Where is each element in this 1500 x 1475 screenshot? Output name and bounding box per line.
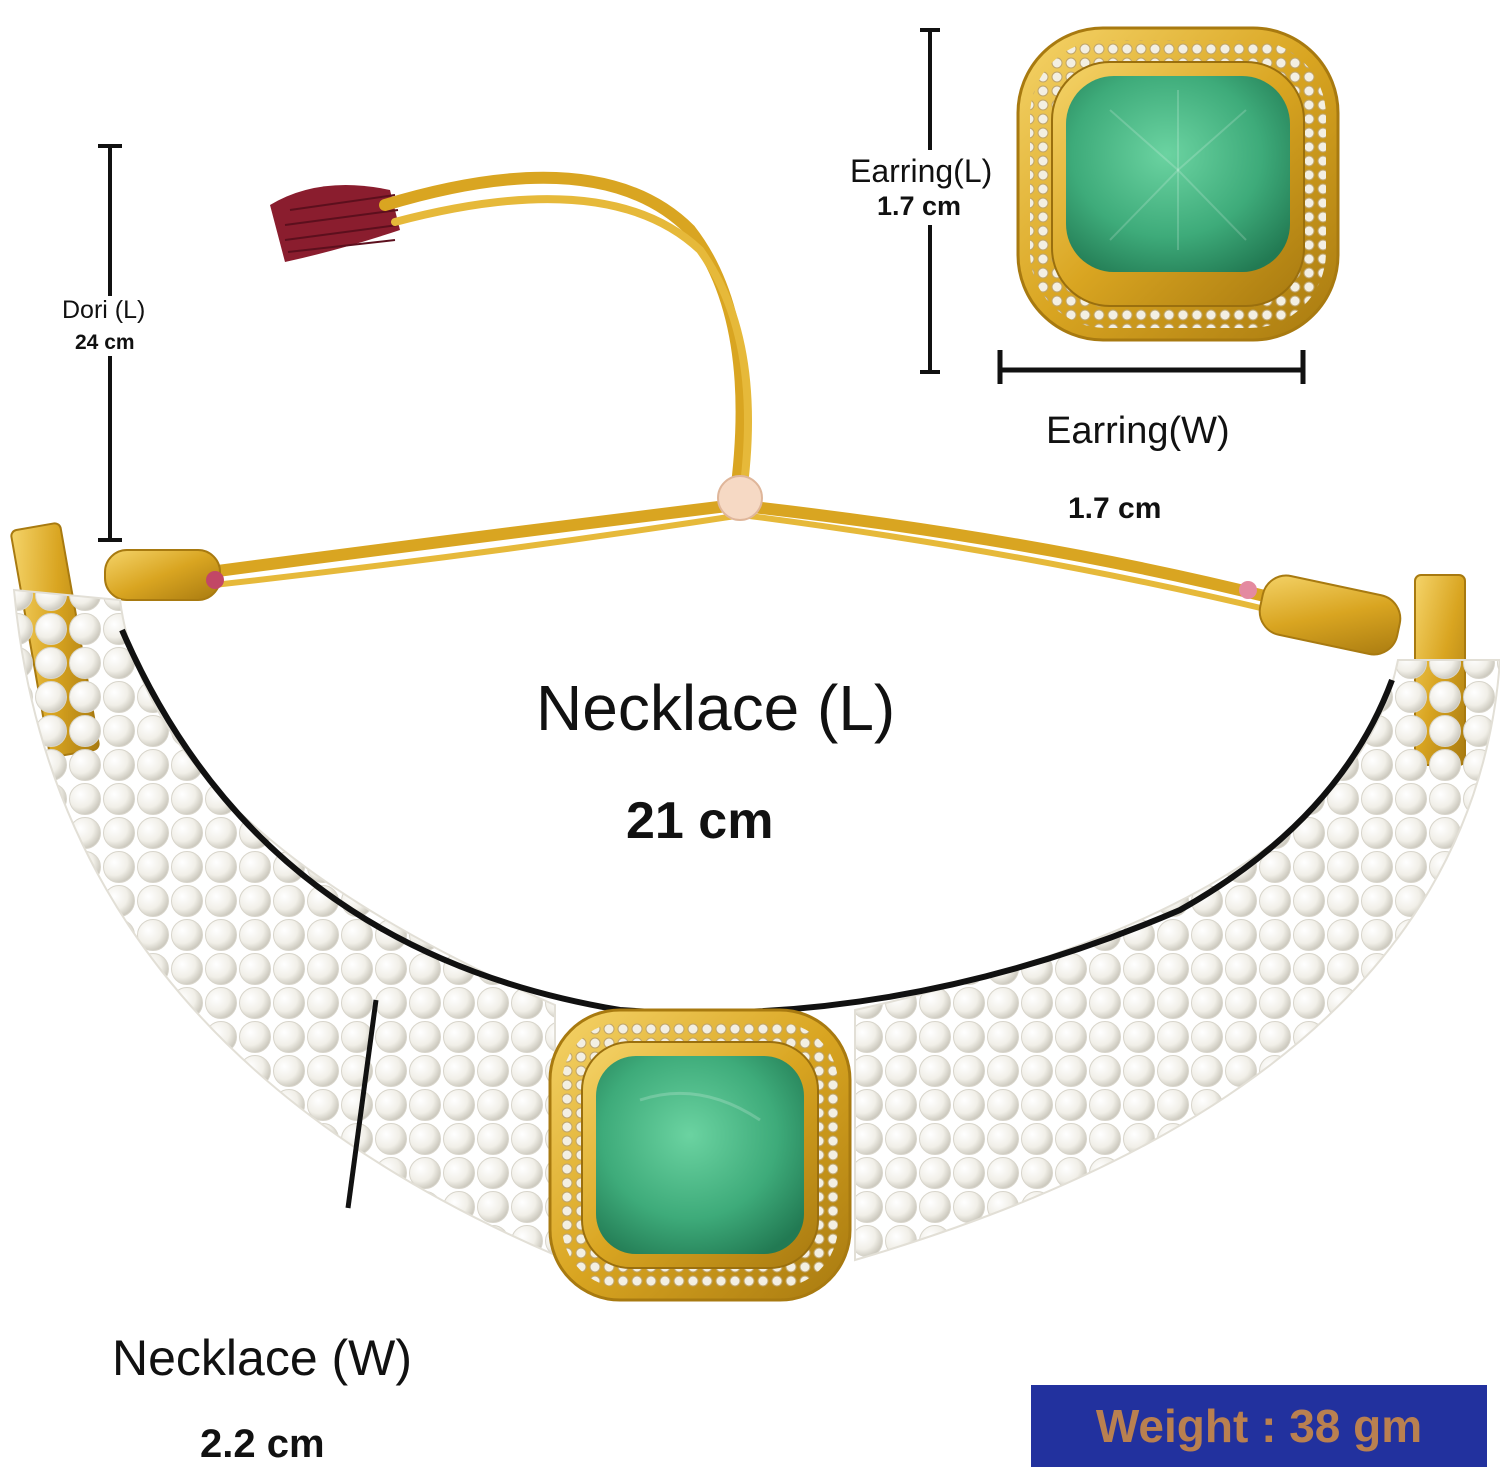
cord-end-caps [104,549,1402,656]
necklace-width-measure-line [345,999,379,1209]
necklace-width-value: 2.2 cm [200,1422,325,1466]
necklace-width-label: Necklace (W) [112,1330,413,1386]
necklace-length-measure-curve [119,628,1395,1016]
earring-length-measure-line [920,28,940,374]
earring-width-label: Earring(W) [1046,410,1230,452]
weight-text: Weight : 38 gm [1095,1400,1423,1452]
necklace-length-label: Necklace (L) [536,672,896,744]
tassel [270,185,400,262]
necklace-length-value: 21 cm [626,792,774,850]
earring-width-value: 1.7 cm [1068,492,1162,525]
earring-length-value: 1.7 cm [877,191,962,221]
weight-badge: Weight : 38 gm [1031,1385,1487,1467]
dori-length-value: 24 cm [75,331,135,354]
pendant [548,1008,852,1302]
cord-bead [717,475,763,521]
dori-length-label: Dori (L) [62,296,146,324]
earring [1016,26,1340,342]
dori-measure-line [98,144,122,542]
earring-width-measure-line [997,350,1306,384]
dori-cord [147,171,1313,623]
earring-length-label: Earring(L) [850,153,993,189]
